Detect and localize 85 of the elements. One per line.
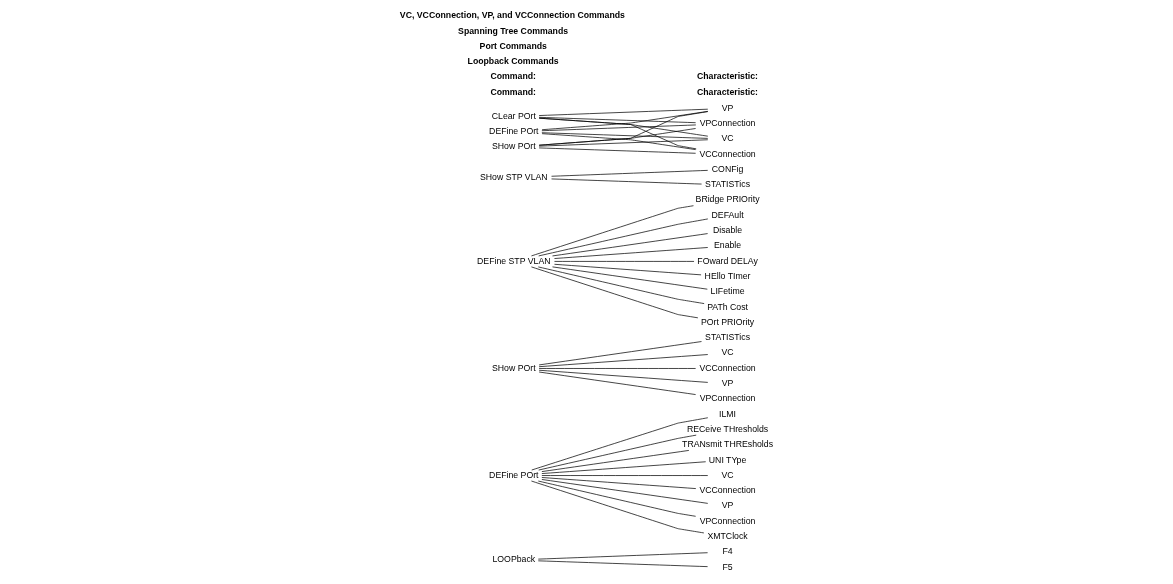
node-text: FOward DELAy (696, 255, 758, 266)
connector (553, 247, 708, 259)
node-text: STATISTics (704, 179, 750, 190)
label: Loopback Commands (467, 56, 559, 67)
connector (551, 233, 708, 257)
node-text: TRANsmit THREsholds (681, 439, 773, 450)
node-text: VC (721, 347, 734, 358)
connector (537, 552, 708, 560)
connector (537, 434, 697, 471)
node-text: VP (721, 500, 733, 511)
connector (538, 116, 696, 124)
connector (537, 266, 704, 304)
node-text: VP (721, 102, 733, 113)
connector (541, 461, 706, 474)
label: Characteristic: (696, 71, 758, 82)
node-text: RECeive THresholds (686, 423, 768, 434)
node-text: F5 (721, 561, 733, 572)
node-text: VC (721, 133, 734, 144)
node-text: SHow POrt (491, 362, 536, 373)
connector (541, 124, 696, 132)
label: Spanning Tree Commands (457, 25, 568, 36)
node-text: VCConnection (698, 485, 756, 496)
connector (530, 266, 698, 319)
node-text: SHow POrt (491, 141, 536, 152)
connector (537, 218, 708, 257)
label: Characteristic: (696, 86, 758, 97)
connector (538, 368, 696, 369)
label: VC, VCConnection, VP, and VCConnection Commands (399, 10, 625, 21)
connector (538, 108, 708, 116)
node-text: F4 (721, 546, 733, 557)
connector (541, 477, 696, 489)
connector (550, 178, 702, 185)
node-text: ILMI (718, 408, 736, 419)
node-text: Disable (712, 225, 742, 236)
node-text: PATh Cost (706, 301, 748, 312)
label: Command: (490, 86, 536, 97)
connector (541, 450, 689, 472)
node-text: VCConnection (698, 362, 756, 373)
connector (537, 480, 696, 517)
label: Port Commands (479, 40, 547, 51)
connector (538, 371, 696, 395)
node-text: VC (721, 469, 734, 480)
node-text: STATISTics (704, 332, 750, 343)
node-text: HEllo TImer (704, 270, 750, 281)
connector (530, 417, 708, 471)
connector (550, 170, 708, 177)
node-text: DEFine POrt (488, 469, 539, 480)
connector (551, 266, 708, 290)
connector (538, 117, 697, 150)
node-text: CONFig (711, 163, 743, 174)
connector (541, 133, 696, 150)
connector (541, 475, 708, 476)
node-text: VPConnection (699, 118, 755, 129)
node-text: XMTClock (706, 530, 748, 541)
node-text: DEFine POrt (488, 126, 539, 137)
node-text: LOOPback (491, 554, 535, 565)
connector (538, 354, 708, 368)
connector (541, 479, 708, 504)
connector (553, 261, 694, 262)
node-text: VPConnection (699, 393, 755, 404)
connector (537, 560, 708, 567)
connector (538, 369, 708, 383)
node-text: CLear POrt (491, 110, 536, 121)
connector (530, 205, 694, 257)
node-text: VCConnection (698, 148, 756, 159)
connector (538, 128, 696, 146)
connector (538, 147, 696, 154)
node-text: BRidge PRIOrity (695, 194, 760, 205)
node-text: DEFine STP VLAN (476, 255, 551, 266)
node-text: VPConnection (699, 515, 755, 526)
connector (541, 132, 708, 139)
connector (553, 263, 701, 276)
connector (538, 341, 702, 366)
node-text: DEFAult (711, 209, 744, 220)
label: Command: (490, 71, 536, 82)
node-text: Enable (713, 240, 741, 251)
connector (538, 111, 708, 146)
connector (538, 139, 708, 147)
node-text: UNI TYpe (708, 454, 746, 465)
node-text: VP (721, 378, 733, 389)
connector (538, 117, 708, 137)
node-text: POrt PRIOrity (700, 316, 754, 327)
node-text: SHow STP VLAN (479, 171, 548, 182)
node-text: LIFetime (710, 286, 745, 297)
connector (530, 480, 704, 534)
